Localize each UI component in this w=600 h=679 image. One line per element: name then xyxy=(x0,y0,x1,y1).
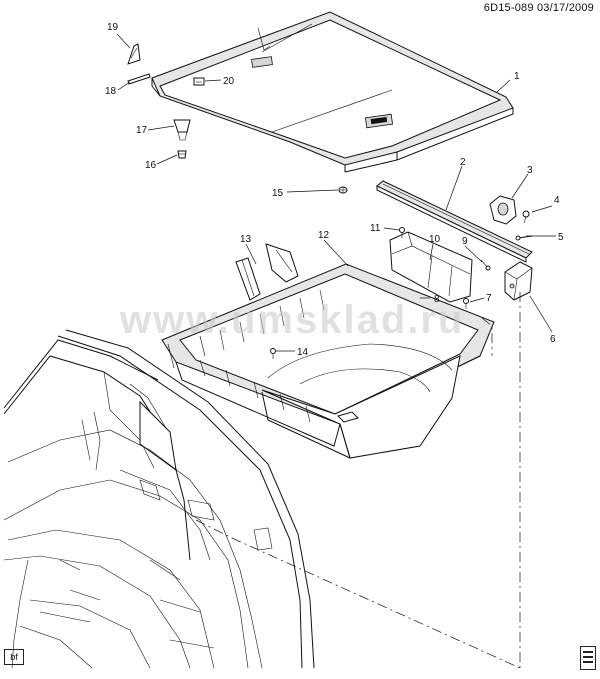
diagram-header: 6D15-089 03/17/2009 xyxy=(484,2,594,14)
part-7-screw xyxy=(463,298,469,309)
part-16-clip xyxy=(177,150,187,159)
callouts: 1 2 3 4 5 6 7 8 9 10 11 12 13 14 15 16 1… xyxy=(105,22,564,358)
callout-19: 19 xyxy=(107,22,119,33)
callout-9: 9 xyxy=(462,236,468,247)
part-4-screw xyxy=(522,210,530,224)
callout-11: 11 xyxy=(370,223,381,234)
callout-20: 20 xyxy=(223,76,235,87)
diagram-id: 6D15-089 xyxy=(483,2,534,14)
callout-14: 14 xyxy=(297,347,309,358)
callout-10: 10 xyxy=(429,234,441,245)
callout-13: 13 xyxy=(240,234,252,245)
sheet-stack-icon xyxy=(580,646,596,670)
part-19-hook xyxy=(127,43,141,65)
locator-line-tray xyxy=(195,519,521,669)
diagram-date: 03/17/2009 xyxy=(536,2,594,14)
part-5-screw xyxy=(515,235,533,241)
callout-4: 4 xyxy=(554,195,560,206)
part-10-bracket xyxy=(389,231,473,303)
vehicle-cargo-area xyxy=(3,329,315,669)
callout-16: 16 xyxy=(145,160,157,171)
callout-5: 5 xyxy=(558,232,564,243)
callout-7: 7 xyxy=(486,293,492,304)
part-9-pin xyxy=(480,259,491,271)
callout-1: 1 xyxy=(514,71,520,82)
callout-15: 15 xyxy=(272,188,284,199)
corner-tag: bf xyxy=(4,649,24,665)
part-6-endcap xyxy=(504,261,533,301)
callout-18: 18 xyxy=(105,86,117,97)
part-12-storage-tray xyxy=(161,263,495,459)
part-3-bracket xyxy=(489,195,517,225)
part-2-rail xyxy=(376,180,533,263)
cargo-cover xyxy=(151,11,514,173)
part-15-fastener xyxy=(338,186,348,194)
callout-2: 2 xyxy=(460,157,466,168)
part-18-pin xyxy=(127,73,151,85)
callout-8: 8 xyxy=(434,294,440,305)
leader-lines xyxy=(116,33,556,352)
callout-3: 3 xyxy=(527,165,533,176)
part-13-straps xyxy=(235,243,299,301)
callout-17: 17 xyxy=(136,125,148,136)
part-17-bracket xyxy=(173,119,191,141)
callout-12: 12 xyxy=(318,230,330,241)
callout-6: 6 xyxy=(550,334,556,345)
locator-line-bracket xyxy=(481,317,493,356)
